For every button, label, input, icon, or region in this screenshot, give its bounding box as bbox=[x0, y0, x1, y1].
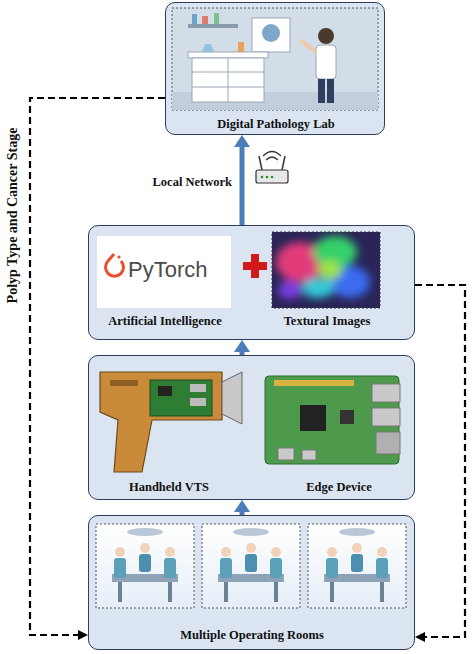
arrow-head bbox=[415, 632, 425, 642]
text-holder: Textural Images bbox=[284, 314, 371, 329]
text-holder: Edge Device bbox=[306, 480, 372, 495]
edge-label: Local Network bbox=[153, 175, 233, 190]
stage-box: Digital Pathology Lab bbox=[165, 2, 385, 135]
arrow-head bbox=[234, 500, 250, 512]
text-holder: PyTorch bbox=[128, 257, 207, 283]
box-label: Textural Images bbox=[284, 314, 371, 329]
arrow-head bbox=[234, 340, 250, 352]
box-label: Artificial Intelligence bbox=[108, 314, 222, 329]
logo-text: PyTorch bbox=[128, 257, 207, 283]
box-label: Edge Device bbox=[306, 480, 372, 495]
box-label: Multiple Operating Rooms bbox=[180, 628, 324, 643]
flow-arrow bbox=[240, 147, 245, 225]
arrow-head bbox=[234, 135, 250, 147]
text-holder: Multiple Operating Rooms bbox=[180, 628, 324, 643]
text-holder: Polyp Type and Cancer Stage bbox=[5, 127, 22, 303]
box-label: Digital Pathology Lab bbox=[217, 117, 334, 132]
feedback-connector bbox=[415, 285, 465, 637]
side-label: Polyp Type and Cancer Stage bbox=[5, 127, 22, 303]
text-holder: Handheld VTS bbox=[129, 480, 209, 495]
stage-box: Handheld VTS Edge Device bbox=[88, 355, 415, 500]
box-label: Handheld VTS bbox=[129, 480, 209, 495]
text-holder: Digital Pathology Lab bbox=[217, 117, 334, 132]
stage-box: Artificial Intelligence Textural Images bbox=[88, 225, 415, 340]
stage-box: Multiple Operating Rooms bbox=[88, 515, 415, 650]
arrow-head bbox=[78, 630, 88, 640]
router-icon bbox=[256, 152, 288, 184]
text-holder: Local Network bbox=[153, 175, 233, 190]
text-holder: Artificial Intelligence bbox=[108, 314, 222, 329]
